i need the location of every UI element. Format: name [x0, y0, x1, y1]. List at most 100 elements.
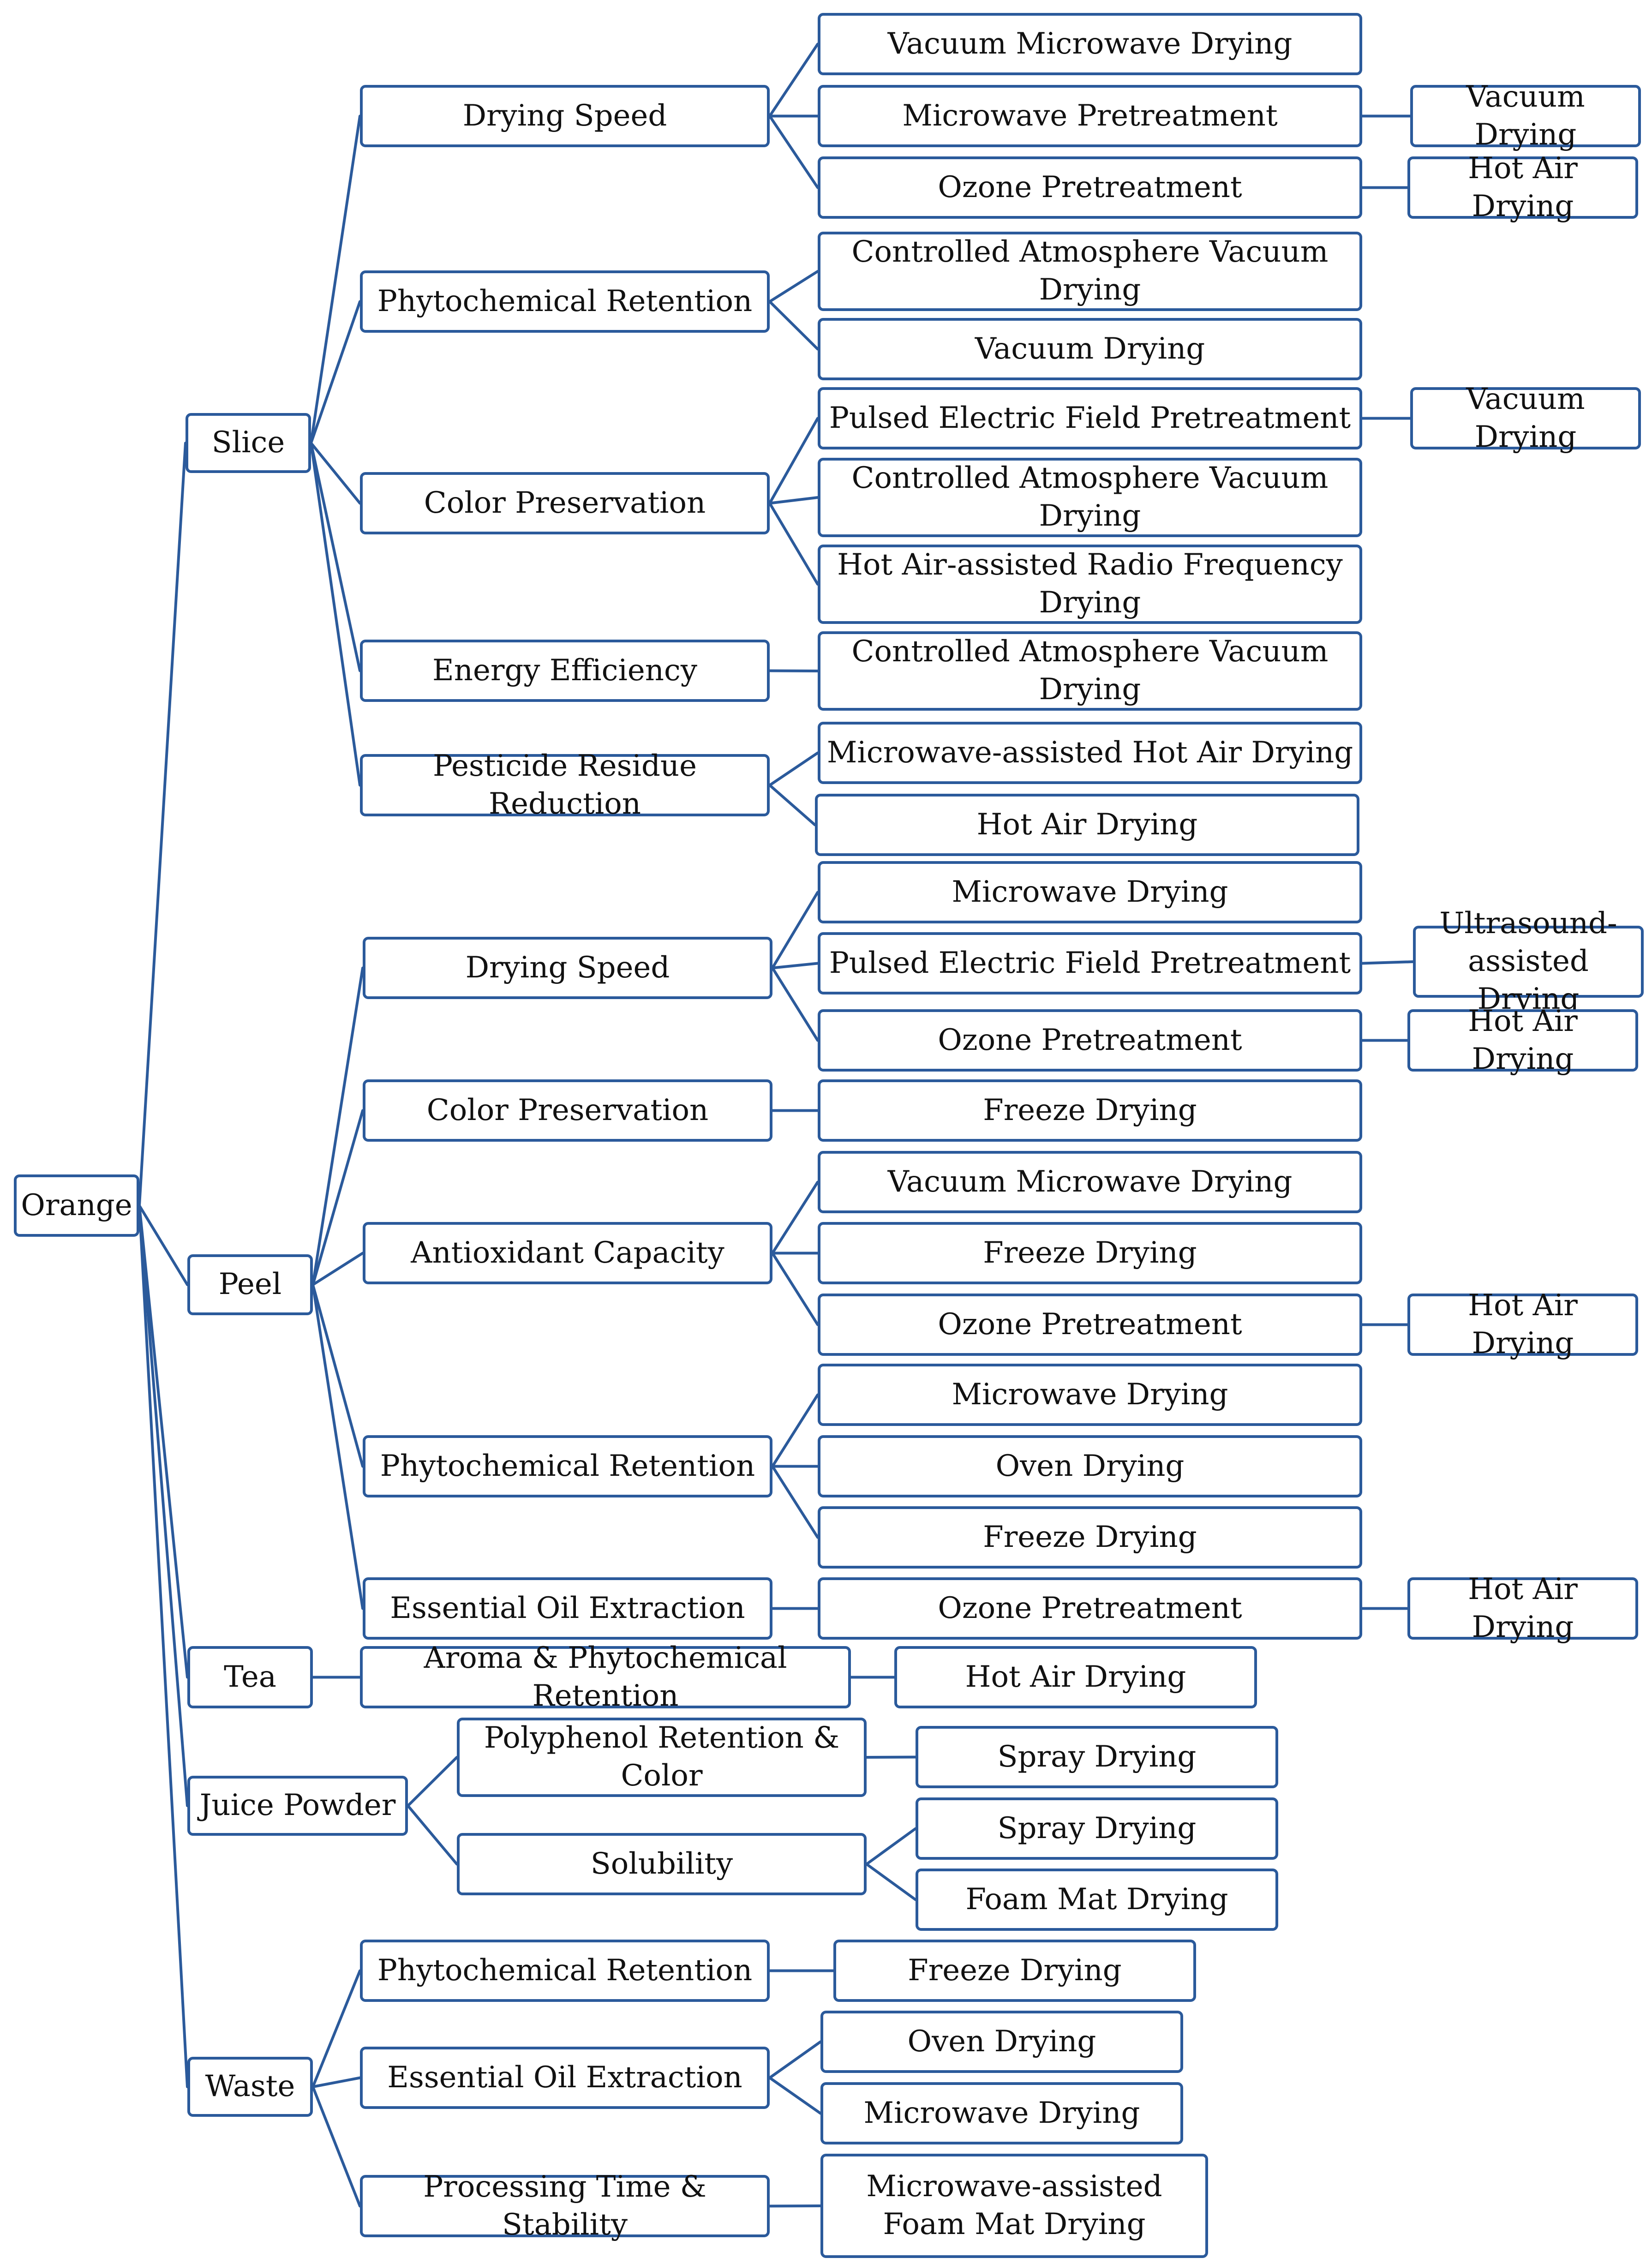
node-s-speed-mp-vd: Vacuum Drying: [1410, 80, 1641, 152]
connector-p_phyto-to-p_phyto_fd: [771, 1465, 819, 1539]
node-w-phyto-fd: Freeze Drying: [833, 1940, 1196, 2002]
connector-j_sol-to-j_sol_sd: [865, 1827, 917, 1866]
connector-waste-to-w_oil: [311, 2076, 361, 2088]
connector-slice-to-s_speed: [310, 114, 361, 444]
node-p-color-fd: Freeze Drying: [818, 1079, 1362, 1142]
node-w-oil: Essential Oil Extraction: [360, 2047, 770, 2109]
connector-slice-to-s_phyto: [310, 300, 361, 444]
node-slice: Slice: [186, 413, 311, 473]
node-p-speed-md: Microwave Drying: [818, 861, 1362, 923]
connector-peel-to-p_oil: [311, 1283, 364, 1610]
connector-waste-to-w_time: [311, 2085, 361, 2208]
connector-s_speed-to-s_speed_oz: [768, 114, 819, 189]
connector-orange-to-juice: [138, 1204, 189, 1807]
node-p-speed-pef: Pulsed Electric Field Pretreatment: [818, 932, 1362, 994]
node-s-speed-oz: Ozone Pretreatment: [818, 156, 1362, 219]
node-w-time-mfmd: Microwave-assisted Foam Mat Drying: [820, 2154, 1208, 2258]
node-s-pest-mhad: Microwave-assisted Hot Air Drying: [818, 722, 1362, 784]
node-p-phyto-md: Microwave Drying: [818, 1364, 1362, 1426]
connector-s_pest-to-s_pest_had: [768, 784, 816, 827]
node-s-color: Color Preservation: [360, 472, 770, 534]
connector-slice-to-s_energy: [310, 442, 361, 672]
node-p-antiox-vmd: Vacuum Microwave Drying: [818, 1151, 1362, 1213]
connector-w_oil-to-w_oil_od: [768, 2040, 822, 2079]
connector-s_phyto-to-s_phyto_cavd: [768, 270, 819, 303]
node-p-antiox-oz: Ozone Pretreatment: [818, 1294, 1362, 1356]
connector-orange-to-peel: [138, 1204, 189, 1286]
connector-peel-to-p_phyto: [311, 1283, 364, 1468]
node-s-speed: Drying Speed: [360, 85, 770, 147]
connector-p_phyto-to-p_phyto_md: [771, 1393, 819, 1468]
node-p-phyto-fd: Freeze Drying: [818, 1506, 1362, 1569]
node-s-phyto-vd: Vacuum Drying: [818, 318, 1362, 380]
node-p-speed-oz-had: Hot Air Drying: [1407, 1004, 1638, 1076]
node-s-phyto: Phytochemical Retention: [360, 270, 770, 333]
node-p-antiox-fd: Freeze Drying: [818, 1222, 1362, 1284]
node-s-pest: Pesticide Residue Reduction: [360, 749, 770, 821]
connector-s_speed-to-s_speed_vmd: [768, 42, 819, 118]
node-w-time: Processing Time & Stability: [360, 2170, 770, 2242]
node-w-oil-md: Microwave Drying: [820, 2082, 1183, 2144]
connector-s_phyto-to-s_phyto_vd: [768, 300, 819, 351]
node-p-oil-oz-had: Hot Air Drying: [1407, 1572, 1638, 1644]
connector-s_color-to-s_color_pef: [768, 417, 819, 505]
node-s-energy: Energy Efficiency: [360, 640, 770, 702]
connector-orange-to-waste: [138, 1204, 189, 2088]
connector-waste-to-w_phyto: [311, 1969, 361, 2088]
connector-p_speed-to-p_speed_oz: [771, 966, 819, 1042]
node-p-phyto-od: Oven Drying: [818, 1435, 1362, 1497]
node-s-color-cavd: Controlled Atmosphere Vacuum Drying: [818, 458, 1362, 537]
connector-juice-to-j_poly: [407, 1756, 458, 1807]
connector-orange-to-tea: [138, 1204, 189, 1679]
node-j-poly-sd: Spray Drying: [916, 1726, 1278, 1788]
connector-juice-to-j_sol: [407, 1804, 458, 1866]
connector-slice-to-s_color: [310, 442, 361, 505]
node-s-pest-had: Hot Air Drying: [815, 794, 1359, 856]
node-p-oil-oz: Ozone Pretreatment: [818, 1577, 1362, 1640]
node-j-sol-fmd: Foam Mat Drying: [916, 1869, 1278, 1931]
connector-j_sol-to-j_sol_fmd: [865, 1863, 917, 1901]
node-s-phyto-cavd: Controlled Atmosphere Vacuum Drying: [818, 232, 1362, 311]
connector-s_color-to-s_color_harf: [768, 502, 819, 586]
node-orange: Orange: [14, 1174, 139, 1237]
connector-peel-to-p_color: [311, 1109, 364, 1286]
node-p-phyto: Phytochemical Retention: [363, 1435, 772, 1497]
connector-orange-to-slice: [138, 442, 187, 1207]
node-j-sol-sd: Spray Drying: [916, 1797, 1278, 1860]
node-j-poly: Polyphenol Retention & Color: [457, 1718, 867, 1797]
node-waste: Waste: [187, 2057, 313, 2117]
node-w-phyto: Phytochemical Retention: [360, 1940, 770, 2002]
connector-s_pest-to-s_pest_mhad: [768, 751, 819, 787]
node-t-aroma-had: Hot Air Drying: [894, 1646, 1257, 1708]
node-p-color: Color Preservation: [363, 1079, 772, 1142]
node-j-sol: Solubility: [457, 1833, 867, 1895]
node-p-oil: Essential Oil Extraction: [363, 1577, 772, 1640]
node-t-aroma: Aroma & Phytochemical Retention: [360, 1641, 851, 1713]
node-s-speed-oz-had: Hot Air Drying: [1407, 151, 1638, 223]
node-peel: Peel: [187, 1254, 313, 1315]
node-s-color-pef-vd: Vacuum Drying: [1410, 382, 1641, 454]
node-w-oil-od: Oven Drying: [820, 2011, 1183, 2073]
connector-peel-to-p_antiox: [311, 1252, 364, 1286]
node-s-color-pef: Pulsed Electric Field Pretreatment: [818, 387, 1362, 449]
connector-slice-to-s_pest: [310, 442, 361, 787]
node-tea: Tea: [187, 1646, 313, 1708]
node-p-speed: Drying Speed: [363, 937, 772, 999]
node-p-speed-oz: Ozone Pretreatment: [818, 1009, 1362, 1072]
connector-p_speed-to-p_speed_md: [771, 891, 819, 970]
connector-peel-to-p_speed: [311, 966, 364, 1286]
connector-p_speed_pef-to-p_speed_pef_ud: [1361, 960, 1414, 965]
connector-p_speed-to-p_speed_pef: [771, 962, 819, 970]
node-p-antiox-oz-had: Hot Air Drying: [1407, 1288, 1638, 1360]
connector-w_oil-to-w_oil_md: [768, 2076, 822, 2115]
node-s-speed-vmd: Vacuum Microwave Drying: [818, 13, 1362, 75]
node-s-speed-mp: Microwave Pretreatment: [818, 85, 1362, 147]
node-s-color-harf: Hot Air-assisted Radio Frequency Drying: [818, 545, 1362, 624]
node-s-energy-cavd: Controlled Atmosphere Vacuum Drying: [818, 631, 1362, 711]
node-p-antiox: Antioxidant Capacity: [363, 1222, 772, 1284]
connector-p_antiox-to-p_antiox_oz: [771, 1252, 819, 1326]
connector-p_antiox-to-p_antiox_vmd: [771, 1180, 819, 1255]
node-p-speed-pef-ud: Ultrasound-assisted Drying: [1413, 906, 1644, 1016]
